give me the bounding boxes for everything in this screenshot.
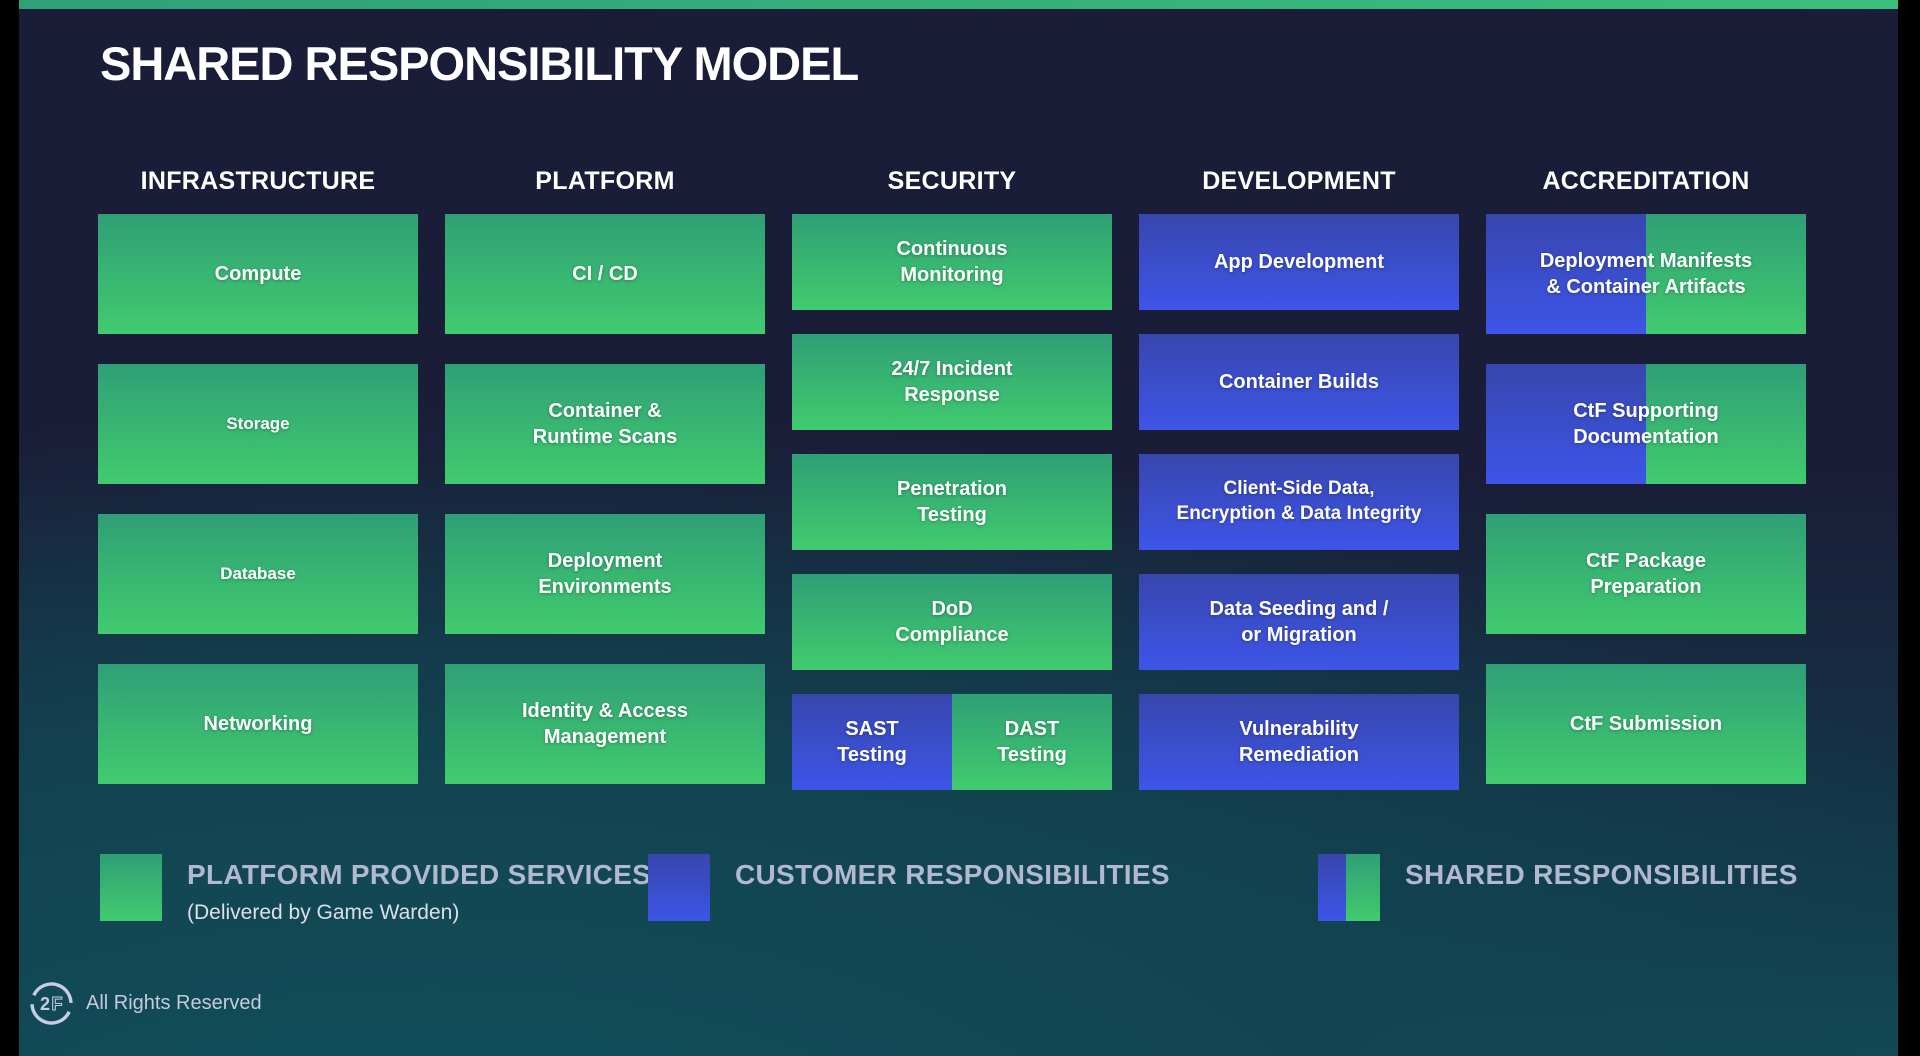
column-boxes: App Development Container Builds Client-…: [1139, 214, 1459, 790]
logo-glyph-2: 2: [40, 994, 50, 1014]
column-boxes: CI / CD Container & Runtime Scans Deploy…: [445, 214, 765, 784]
service-box: DAST Testing: [952, 694, 1112, 790]
logo-glyph-f: F: [52, 994, 63, 1014]
legend-swatch-green: [100, 854, 162, 921]
shared-box-blue-half: [1486, 214, 1646, 334]
service-box: Storage: [98, 364, 418, 484]
company-logo-icon: 2 F: [30, 982, 73, 1025]
service-box: Compute: [98, 214, 418, 334]
rights-text: All Rights Reserved: [86, 992, 262, 1014]
column-boxes: Compute Storage Database Networking: [98, 214, 418, 784]
service-box: Client-Side Data, Encryption & Data Inte…: [1139, 454, 1459, 550]
shared-box-blue-half: [1486, 364, 1646, 484]
legend-item-customer: CUSTOMER RESPONSIBILITIES: [648, 854, 1170, 921]
column-development: DEVELOPMENT App Development Container Bu…: [1139, 148, 1459, 790]
legend-text: PLATFORM PROVIDED SERVICES (Delivered by…: [187, 854, 651, 925]
responsibility-matrix: INFRASTRUCTURE Compute Storage Database …: [98, 148, 1806, 790]
top-accent-bar: [19, 0, 1898, 9]
service-box-pair: SAST Testing DAST Testing: [792, 694, 1112, 790]
service-box: 24/7 Incident Response: [792, 334, 1112, 430]
page-title: SHARED RESPONSIBILITY MODEL: [100, 37, 859, 90]
service-box: App Development: [1139, 214, 1459, 310]
service-box: CtF Package Preparation: [1486, 514, 1806, 634]
column-infrastructure: INFRASTRUCTURE Compute Storage Database …: [98, 148, 418, 790]
service-box: CtF Submission: [1486, 664, 1806, 784]
column-boxes: Deployment Manifests & Container Artifac…: [1486, 214, 1806, 784]
service-box: Container Builds: [1139, 334, 1459, 430]
column-accreditation: ACCREDITATION Deployment Manifests & Con…: [1486, 148, 1806, 790]
legend-text: CUSTOMER RESPONSIBILITIES: [735, 854, 1170, 891]
service-box: Deployment Environments: [445, 514, 765, 634]
service-box-label: Deployment Manifests & Container Artifac…: [1539, 250, 1753, 298]
footer: 2 F All Rights Reserved: [28, 980, 262, 1027]
legend-label: SHARED RESPONSIBILITIES: [1405, 859, 1798, 890]
legend-swatch-blue: [648, 854, 710, 921]
shared-box-green-half: [1646, 364, 1806, 484]
legend-label: PLATFORM PROVIDED SERVICES: [187, 859, 652, 890]
service-box-label: CtF Supporting Documentation: [1573, 400, 1719, 448]
legend-item-shared: SHARED RESPONSIBILITIES: [1318, 854, 1798, 921]
column-boxes: Continuous Monitoring 24/7 Incident Resp…: [792, 214, 1112, 790]
legend-subtext: (Delivered by Game Warden): [187, 901, 460, 924]
legend-label: CUSTOMER RESPONSIBILITIES: [735, 859, 1170, 890]
service-box: CI / CD: [445, 214, 765, 334]
legend-swatch-green-half: [1345, 854, 1380, 921]
service-box: SAST Testing: [792, 694, 952, 790]
service-box-shared: CtF Supporting Documentation: [1486, 364, 1806, 484]
shared-box-green-half: [1646, 214, 1806, 334]
service-box: Networking: [98, 664, 418, 784]
column-security: SECURITY Continuous Monitoring 24/7 Inci…: [792, 148, 1112, 790]
legend-swatch-split: [1318, 854, 1380, 921]
service-box: Continuous Monitoring: [792, 214, 1112, 310]
service-box: Identity & Access Management: [445, 664, 765, 784]
service-box: Data Seeding and / or Migration: [1139, 574, 1459, 670]
column-header: DEVELOPMENT: [1202, 166, 1396, 195]
legend-swatch-blue-half: [1318, 854, 1346, 921]
legend-text: SHARED RESPONSIBILITIES: [1405, 854, 1798, 891]
service-box: Vulnerability Remediation: [1139, 694, 1459, 790]
column-header: PLATFORM: [535, 166, 675, 195]
slide-background: SHARED RESPONSIBILITY MODEL INFRASTRUCTU…: [19, 0, 1898, 1056]
service-box-shared: Deployment Manifests & Container Artifac…: [1486, 214, 1806, 334]
service-box: Container & Runtime Scans: [445, 364, 765, 484]
column-header: INFRASTRUCTURE: [140, 166, 376, 195]
legend-item-platform-provided: PLATFORM PROVIDED SERVICES (Delivered by…: [100, 854, 651, 925]
column-header: SECURITY: [887, 166, 1017, 195]
service-box: Penetration Testing: [792, 454, 1112, 550]
column-platform: PLATFORM CI / CD Container & Runtime Sca…: [445, 148, 765, 790]
column-header: ACCREDITATION: [1542, 166, 1750, 195]
service-box: Database: [98, 514, 418, 634]
service-box: DoD Compliance: [792, 574, 1112, 670]
